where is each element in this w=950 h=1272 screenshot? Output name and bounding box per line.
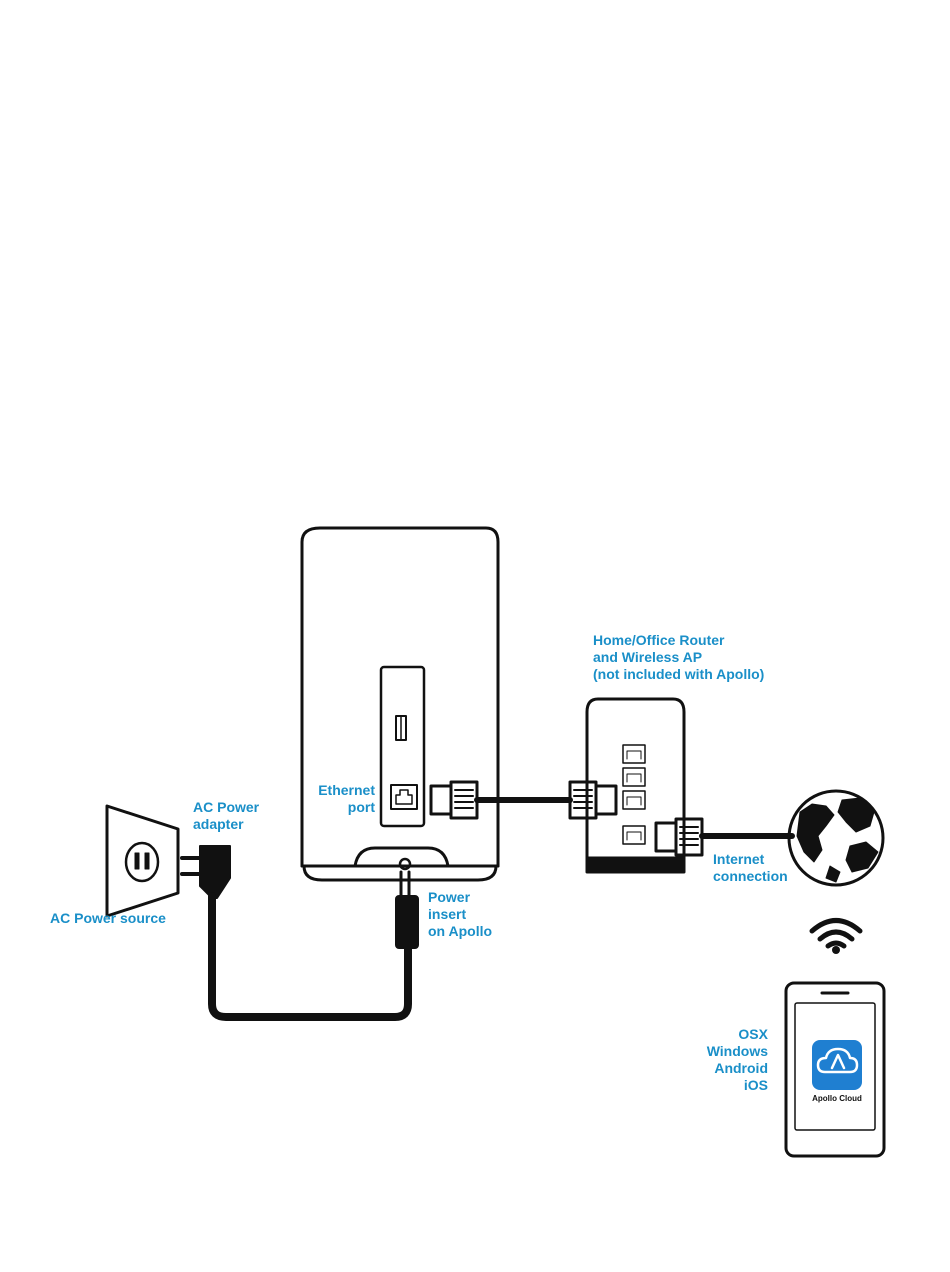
app-name: Apollo Cloud	[812, 1094, 862, 1103]
router-label: Home/Office Router and Wireless AP (not …	[593, 632, 764, 683]
ac-source-label: AC Power source	[50, 910, 166, 927]
ac-adapter-label-line-2: adapter	[193, 816, 259, 833]
ac-adapter-label-line-1: AC Power	[193, 799, 259, 816]
platform-osx: OSX	[680, 1026, 768, 1043]
ac-adapter	[182, 846, 230, 898]
router-label-line-2: and Wireless AP	[593, 649, 764, 666]
ethernet-port-label-line-2: port	[300, 799, 375, 816]
ethernet-port-label: Ethernet port	[300, 782, 375, 816]
apollo-device	[302, 528, 498, 880]
power-insert-label-line-2: insert	[428, 906, 492, 923]
router-label-line-1: Home/Office Router	[593, 632, 764, 649]
power-insert-label-line-1: Power	[428, 889, 492, 906]
internet-label-line-2: connection	[713, 868, 788, 885]
internet-label: Internet connection	[713, 851, 788, 885]
internet-cable	[656, 819, 792, 855]
platform-android: Android	[680, 1060, 768, 1077]
platform-ios: iOS	[680, 1077, 768, 1094]
power-insert-label: Power insert on Apollo	[428, 889, 492, 940]
power-cable	[212, 872, 418, 1017]
platforms-label: OSX Windows Android iOS	[680, 1026, 768, 1094]
internet-label-line-1: Internet	[713, 851, 788, 868]
ethernet-port-icon	[391, 785, 417, 809]
outlet-icon	[107, 806, 178, 916]
ethernet-port-label-line-1: Ethernet	[300, 782, 375, 799]
power-insert-label-line-3: on Apollo	[428, 923, 492, 940]
app-icon	[812, 1040, 862, 1090]
wifi-icon	[812, 921, 860, 955]
platform-windows: Windows	[680, 1043, 768, 1060]
router-label-line-3: (not included with Apollo)	[593, 666, 764, 683]
globe-icon	[789, 791, 883, 885]
ac-adapter-label: AC Power adapter	[193, 799, 259, 833]
